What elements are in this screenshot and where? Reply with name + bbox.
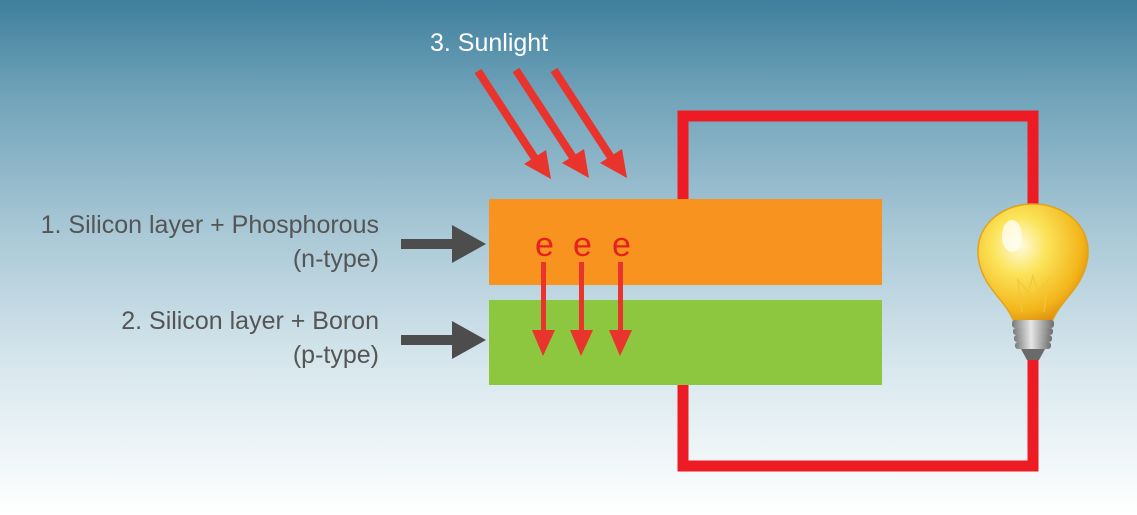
sun-ray-icon [512, 67, 589, 178]
down-arrow-icon [609, 262, 632, 356]
p-type-label: (p-type) [292, 341, 379, 369]
right-arrow-icon [401, 225, 486, 263]
electron-label: e [612, 226, 631, 264]
light-bulb-icon [977, 203, 1089, 360]
electron-label: e [535, 226, 554, 264]
down-arrow-icon [532, 262, 555, 356]
p-type-layer [489, 300, 882, 385]
right-arrow-icon [401, 321, 486, 359]
sun-ray-icon [550, 67, 627, 178]
electron-label: e [573, 226, 592, 264]
n-type-layer [489, 199, 882, 285]
sun-ray-icon [474, 68, 551, 179]
sunlight-label: 3. Sunlight [430, 29, 549, 57]
n-type-label: (n-type) [292, 245, 379, 273]
down-arrow-icon [570, 262, 593, 356]
p-layer-label: 2. Silicon layer + Boron [121, 307, 379, 335]
n-layer-label: 1. Silicon layer + Phosphorous [40, 211, 379, 239]
